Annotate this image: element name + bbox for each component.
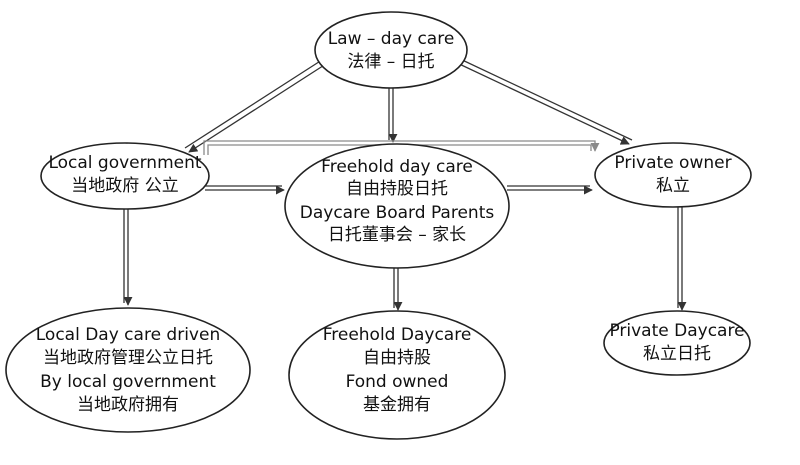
node-law-line-2: 法律 – 日托 (347, 52, 434, 72)
node-freehold-daycare-line-4: 基金拥有 (363, 395, 431, 415)
node-law-line-1: Law – day care (328, 29, 455, 49)
node-private-daycare: Private Daycare 私立日托 (603, 310, 751, 376)
edge-law-to-private (454, 61, 630, 145)
node-freehold-center-shape (284, 143, 510, 269)
node-freehold-daycare: Freehold Daycare 自由持股 Fond owned 基金拥有 (288, 310, 506, 440)
node-local-daycare-shape (5, 307, 251, 433)
node-law: Law – day care 法律 – 日托 (314, 11, 468, 89)
node-private-owner-line-2: 私立 (656, 176, 690, 196)
node-private-daycare-shape (603, 310, 751, 376)
node-local-government-shape (40, 142, 210, 210)
node-private-daycare-line-2: 私立日托 (643, 344, 711, 364)
node-local-daycare-line-3: By local government (40, 372, 216, 392)
node-freehold-center-line-3: Daycare Board Parents (300, 203, 495, 223)
node-private-owner-line-1: Private owner (614, 153, 731, 173)
node-freehold-daycare-line-2: 自由持股 (363, 348, 431, 368)
node-law-shape (314, 11, 468, 89)
node-private-owner: Private owner 私立 (594, 142, 752, 208)
node-local-government-line-1: Local government (48, 153, 201, 173)
node-local-daycare-line-1: Local Day care driven (36, 325, 220, 345)
edges (123, 57, 687, 311)
node-freehold-daycare-shape (288, 310, 506, 440)
node-freehold-daycare-line-1: Freehold Daycare (323, 325, 472, 345)
edge-law-to-local-gov-line1 (184, 57, 326, 149)
node-freehold-center-line-2: 自由持股日托 (346, 179, 448, 199)
node-freehold-center: Freehold day care 自由持股日托 Daycare Board P… (284, 143, 510, 269)
node-freehold-daycare-line-3: Fond owned (346, 372, 449, 392)
node-local-government: Local government 当地政府 公立 (40, 142, 210, 210)
node-local-government-line-2: 当地政府 公立 (71, 176, 178, 196)
edge-local-gov-to-private-bracket (203, 140, 600, 155)
node-local-daycare-line-4: 当地政府拥有 (77, 395, 179, 415)
node-freehold-center-line-1: Freehold day care (321, 157, 473, 177)
node-freehold-center-line-4: 日托董事会 – 家长 (328, 225, 466, 245)
edge-law-to-local-gov (188, 61, 330, 153)
edge-law-to-private-line1 (457, 57, 633, 141)
node-private-daycare-line-1: Private Daycare (609, 321, 744, 341)
node-local-daycare-line-2: 当地政府管理公立日托 (43, 348, 213, 368)
node-private-owner-shape (594, 142, 752, 208)
node-local-daycare: Local Day care driven 当地政府管理公立日托 By loca… (5, 307, 251, 433)
